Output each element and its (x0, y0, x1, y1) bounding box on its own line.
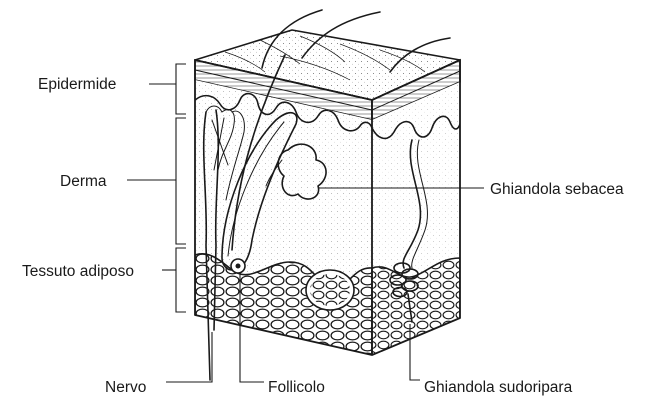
epidermis-bracket (149, 64, 186, 114)
adipose-bracket (162, 248, 186, 312)
label-ghiandola-sudoripara: Ghiandola sudoripara (424, 379, 573, 396)
nerve-leader (166, 332, 212, 382)
label-nervo: Nervo (105, 379, 146, 396)
label-derma: Derma (60, 173, 107, 190)
label-follicolo: Follicolo (268, 379, 325, 396)
label-ghiandola-sebacea: Ghiandola sebacea (490, 181, 624, 198)
dermis-bracket (127, 118, 186, 244)
label-epidermide: Epidermide (38, 76, 116, 93)
label-tessuto-adiposo: Tessuto adiposo (22, 263, 134, 280)
